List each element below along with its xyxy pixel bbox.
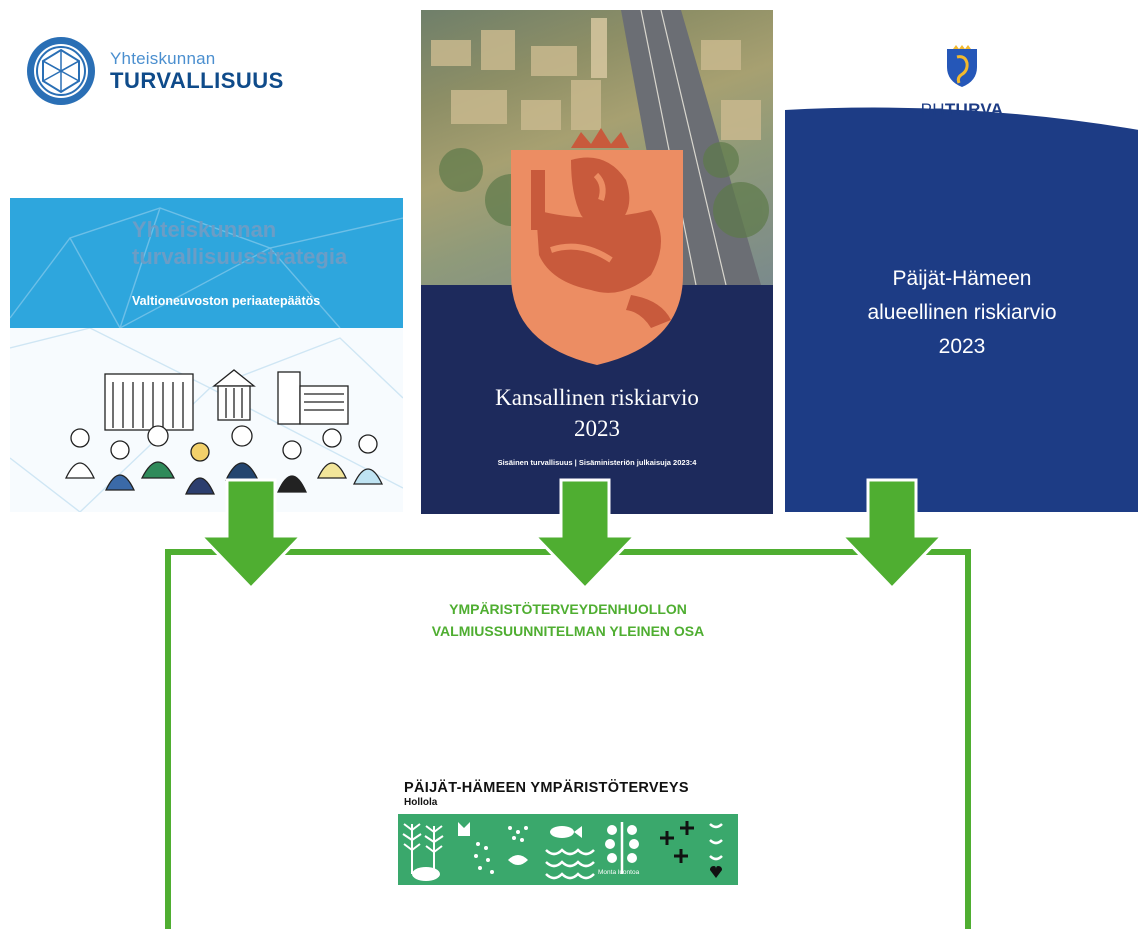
environmental-health-logo: PÄIJÄT-HÄMEEN YMPÄRISTÖTERVEYS Hollola <box>398 780 743 890</box>
people-and-buildings-illustration <box>10 328 403 512</box>
down-arrow-icon <box>840 478 944 591</box>
yhteiskunnan-turvallisuus-logo: Yhteiskunnan TURVALLISUUS <box>24 34 284 110</box>
globe-emblem-icon <box>27 37 95 105</box>
logo-municipality: Hollola <box>404 797 438 808</box>
city-photo-drawing <box>431 10 769 285</box>
regional-risk-assessment-cover: PHTURVA Päijät-Hämeen alueellinen riskia… <box>785 10 1138 512</box>
strategy-title: Yhteiskunnan turvallisuusstrategia <box>132 217 348 269</box>
illustration-drawing <box>10 328 403 512</box>
phturva-brand: PHTURVA <box>920 100 1004 119</box>
national-footer: Sisäinen turvallisuus | Sisäministeriön … <box>497 458 697 467</box>
phturva-crest-icon <box>947 45 977 87</box>
strategy-subtitle: Valtioneuvoston periaatepäätös <box>132 294 321 308</box>
strategy-title-band: Yhteiskunnan turvallisuusstrategia Valti… <box>10 198 403 328</box>
regional-title: Päijät-Hämeen alueellinen riskiarvio 202… <box>867 267 1057 358</box>
nature-pattern-tile: Monta luontoa <box>398 814 738 885</box>
down-arrow-icon <box>199 478 303 591</box>
strategy-document-cover: Yhteiskunnan TURVALLISUUS Yhteiskunnan t… <box>10 20 403 512</box>
logo-text-line2: TURVALLISUUS <box>110 68 284 93</box>
lion-shield-icon <box>511 128 683 365</box>
network-pattern-icon <box>10 207 403 328</box>
national-title: Kansallinen riskiarvio 2023 <box>495 385 699 441</box>
logo-organisation-name: PÄIJÄT-HÄMEEN YMPÄRISTÖTERVEYS <box>404 780 689 796</box>
logo-text-line1: Yhteiskunnan <box>110 49 216 68</box>
tile-caption: Monta luontoa <box>598 869 640 876</box>
down-arrow-icon <box>533 478 637 591</box>
nature-pattern-icon <box>402 821 723 881</box>
national-risk-assessment-cover: Kansallinen riskiarvio 2023 Sisäinen tur… <box>421 10 773 514</box>
preparedness-plan-title: YMPÄRISTÖTERVEYDENHUOLLON VALMIUSSUUNNIT… <box>431 601 705 639</box>
